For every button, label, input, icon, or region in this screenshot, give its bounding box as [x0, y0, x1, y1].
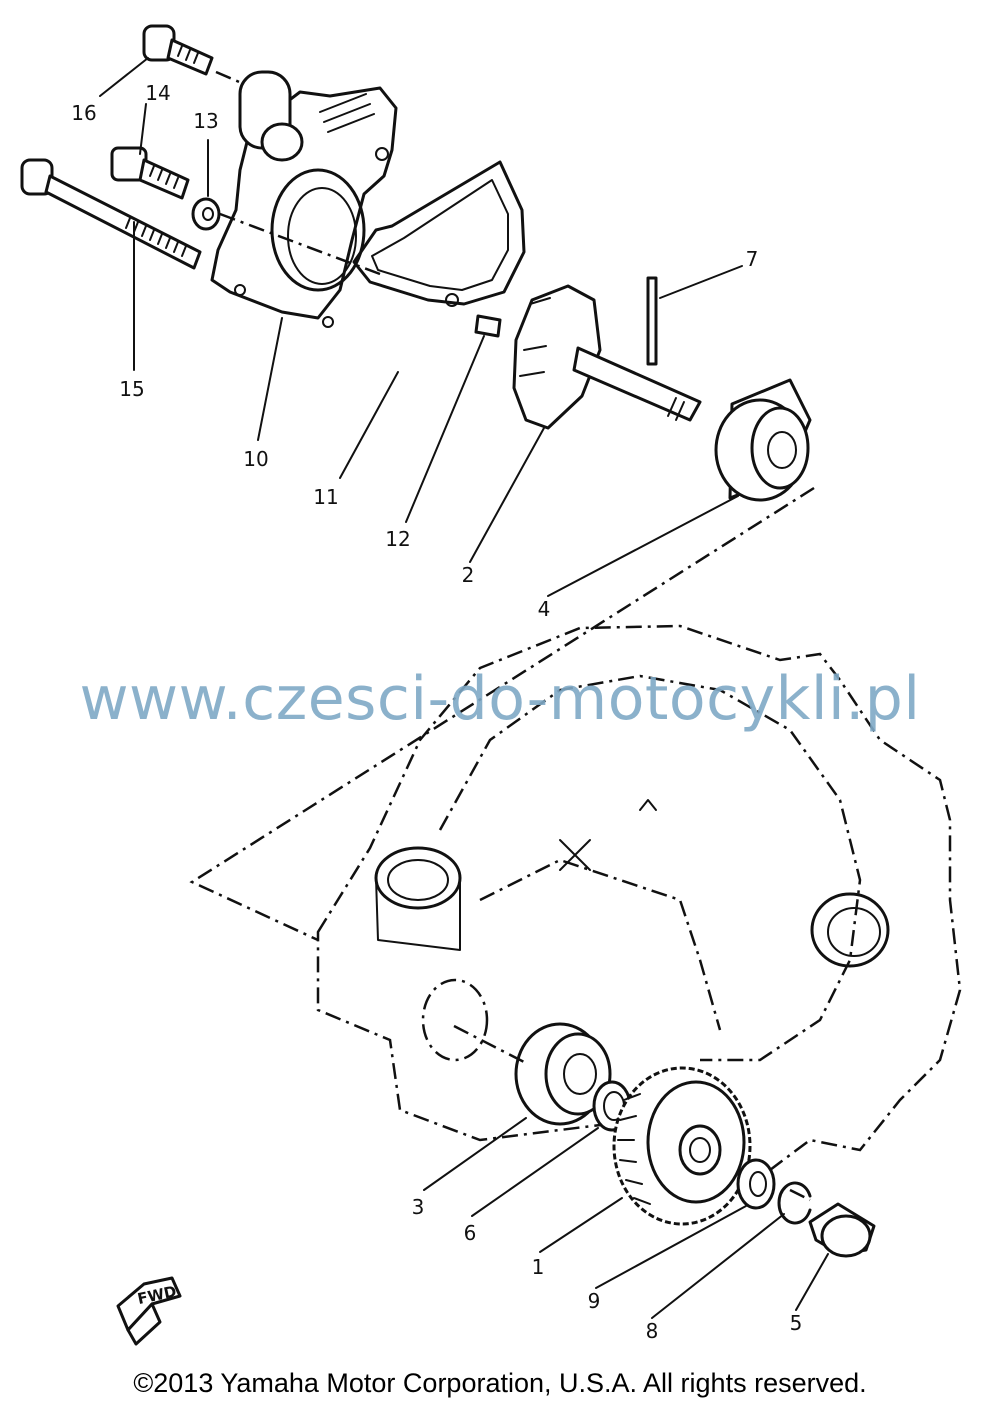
bolt-16 [142, 24, 214, 76]
leader-lines [99, 57, 829, 1319]
callout-4: 4 [538, 597, 551, 621]
callout-9: 9 [588, 1289, 601, 1313]
callout-15: 15 [119, 377, 144, 401]
assembly-lines [189, 70, 815, 1202]
bearing-4 [714, 378, 812, 502]
pump-cover-10 [210, 70, 398, 328]
callout-3: 3 [412, 1195, 425, 1219]
callout-12: 12 [385, 527, 410, 551]
callout-1: 1 [532, 1255, 545, 1279]
bolt-14 [110, 146, 190, 200]
callout-6: 6 [464, 1221, 477, 1245]
pin-7 [646, 276, 658, 366]
washer-13 [191, 197, 221, 231]
callout-14: 14 [145, 81, 170, 105]
bearing-3 [514, 1022, 612, 1126]
collar-5 [808, 1202, 876, 1258]
callout-5: 5 [790, 1311, 803, 1335]
circlip-8 [777, 1181, 812, 1225]
callout-7: 7 [746, 247, 759, 271]
callout-labels: 16 14 13 15 10 11 12 7 2 4 3 6 1 9 8 5 [71, 81, 802, 1343]
dowel-pin-12 [474, 314, 502, 338]
callout-8: 8 [646, 1319, 659, 1343]
watermark-url: www.czesci-do-motocykli.pl [79, 664, 921, 734]
callout-11: 11 [313, 485, 338, 509]
copyright-notice: ©2013 Yamaha Motor Corporation, U.S.A. A… [133, 1368, 867, 1398]
callout-10: 10 [243, 447, 268, 471]
washer-9 [736, 1158, 776, 1210]
callout-2: 2 [462, 563, 475, 587]
long-bolt-15 [20, 158, 202, 270]
gasket-11 [352, 160, 526, 307]
fwd-badge: FWD [116, 1276, 182, 1346]
gear-1 [612, 1066, 752, 1226]
crankcase-cover [316, 624, 962, 1172]
callout-13: 13 [193, 109, 218, 133]
impeller-shaft-2 [512, 284, 702, 430]
callout-16: 16 [71, 101, 96, 125]
